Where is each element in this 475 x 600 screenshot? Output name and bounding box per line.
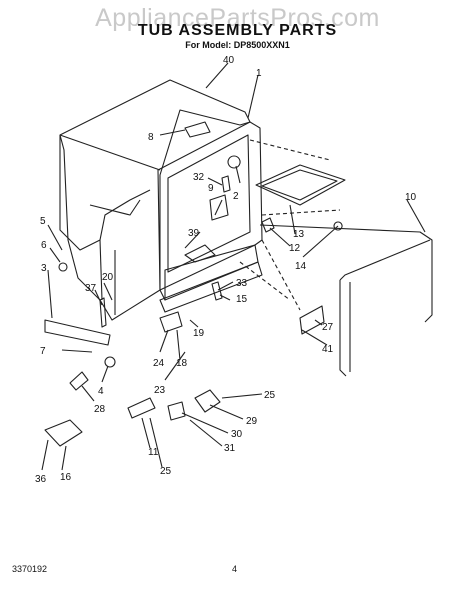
spring-28 <box>69 371 89 391</box>
callout-28: 28 <box>94 404 106 415</box>
callout-10: 10 <box>405 192 417 203</box>
part-14 <box>333 221 343 231</box>
valve-29 <box>194 389 221 413</box>
callout-37: 37 <box>85 283 97 294</box>
bracket-11 <box>127 397 156 419</box>
callout-11: 11 <box>148 447 159 458</box>
part-9 <box>221 175 231 193</box>
callout-1: 1 <box>256 68 262 79</box>
callout-24: 24 <box>153 358 165 369</box>
callout-9: 9 <box>208 183 214 194</box>
callout-25a: 25 <box>264 390 276 401</box>
callout-7: 7 <box>40 346 46 357</box>
callout-8: 8 <box>148 132 154 143</box>
callout-6: 6 <box>41 240 47 251</box>
callout-23: 23 <box>154 385 166 396</box>
callout-12: 12 <box>289 243 301 254</box>
bracket-27 <box>299 305 325 335</box>
part-15 <box>211 281 223 301</box>
plate-30 <box>167 401 186 421</box>
callout-4: 4 <box>98 386 104 397</box>
tub-shell <box>59 79 251 321</box>
callout-31: 31 <box>224 443 236 454</box>
tub-side-panel <box>59 135 151 251</box>
callout-15: 15 <box>236 294 248 305</box>
callout-14: 14 <box>295 261 307 272</box>
callout-33: 33 <box>236 278 248 289</box>
gasket-frame <box>255 164 346 206</box>
callout-29: 29 <box>246 416 258 427</box>
part-24 <box>159 311 183 333</box>
callout-20: 20 <box>102 272 114 283</box>
callout-36: 36 <box>35 474 47 485</box>
callout-40: 40 <box>223 55 235 66</box>
callout-32: 32 <box>193 172 205 183</box>
callout-30: 30 <box>231 429 243 440</box>
page-title: TUB ASSEMBLY PARTS <box>137 22 338 39</box>
callout-3: 3 <box>41 263 47 274</box>
part-12 <box>261 217 275 233</box>
callout-13: 13 <box>293 229 305 240</box>
model-subtitle: For Model: DP8500XXN1 <box>185 40 290 50</box>
valve-16 <box>44 419 83 447</box>
document-number: 3370192 <box>12 564 48 574</box>
tub-top-edge <box>59 134 161 171</box>
callout-25b: 25 <box>160 466 172 477</box>
part-37 <box>99 297 107 328</box>
callout-41: 41 <box>322 344 334 355</box>
callout-27: 27 <box>322 322 334 333</box>
callout-18: 18 <box>176 358 188 369</box>
tub-front-frame <box>157 121 263 291</box>
callout-16: 16 <box>60 472 72 483</box>
watermark: AppliancePartsPros.com <box>95 4 380 32</box>
callout-39: 39 <box>188 228 200 239</box>
page-number: 4 <box>232 564 238 574</box>
part-8 <box>184 121 211 138</box>
tub-seal <box>259 224 433 323</box>
callout-19: 19 <box>193 328 205 339</box>
callout-5: 5 <box>40 216 46 227</box>
bottom-rail <box>44 319 111 346</box>
part-2 <box>227 155 241 169</box>
callout-2: 2 <box>233 191 239 202</box>
